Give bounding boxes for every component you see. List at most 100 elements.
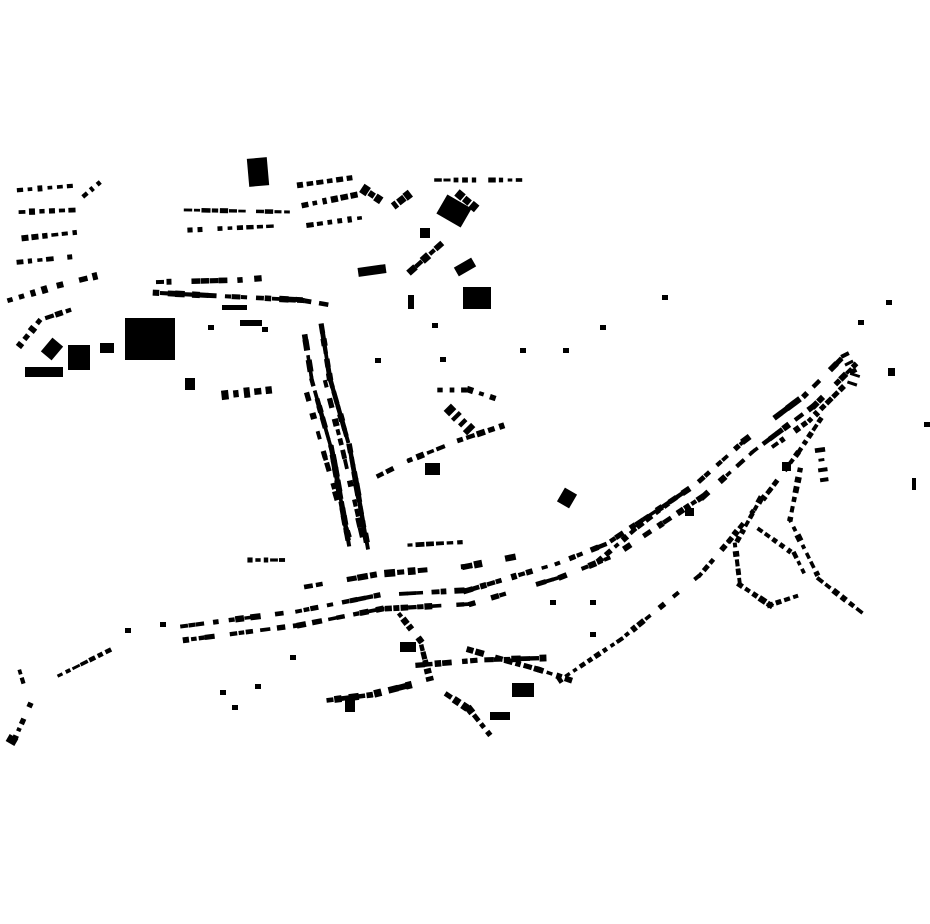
building-footprint <box>671 590 680 599</box>
building-footprint <box>315 179 324 186</box>
building-footprint <box>771 478 780 487</box>
building-footprint <box>682 502 692 512</box>
building-footprint <box>327 615 338 622</box>
building-footprint <box>415 451 426 461</box>
building-footprint <box>349 596 358 604</box>
building-footprint <box>22 333 31 342</box>
building-footprint <box>819 477 829 483</box>
building-footprint <box>791 496 797 503</box>
building-footprint <box>312 200 318 206</box>
building-footprint <box>454 587 465 594</box>
building-footprint <box>183 292 193 297</box>
building-footprint <box>703 470 712 478</box>
building-footprint <box>450 410 462 422</box>
building-footprint <box>725 535 735 545</box>
building-footprint <box>321 197 328 205</box>
building-footprint <box>356 215 363 221</box>
building-footprint <box>247 557 253 563</box>
building-footprint <box>767 431 779 442</box>
building-footprint <box>613 542 620 549</box>
building-footprint <box>35 317 43 326</box>
building-footprint <box>772 410 784 421</box>
building-footprint <box>791 525 798 533</box>
building-footprint <box>125 628 131 633</box>
building-footprint <box>831 390 840 399</box>
building-footprint <box>27 324 38 334</box>
building-footprint <box>528 655 540 661</box>
building-footprint <box>461 658 468 665</box>
building-footprint <box>331 417 340 427</box>
building-footprint <box>844 359 854 367</box>
building-footprint <box>539 654 547 662</box>
building-footprint <box>608 536 617 544</box>
building-footprint <box>781 421 792 432</box>
building-footprint <box>572 667 578 673</box>
building-footprint <box>407 567 416 576</box>
building-footprint <box>319 330 327 340</box>
building-footprint <box>556 487 578 509</box>
building-footprint <box>232 705 238 710</box>
building-footprint <box>850 361 859 370</box>
building-footprint <box>785 400 797 412</box>
building-footprint <box>462 422 476 436</box>
building-footprint <box>211 208 219 213</box>
building-footprint <box>55 281 65 289</box>
building-footprint <box>385 466 395 475</box>
building-footprint <box>152 289 160 296</box>
building-footprint <box>603 555 612 562</box>
building-footprint <box>485 729 493 738</box>
building-footprint <box>747 511 755 520</box>
building-footprint <box>356 572 369 581</box>
building-footprint <box>788 457 795 465</box>
building-footprint <box>227 226 233 230</box>
building-footprint <box>160 622 166 627</box>
building-footprint <box>460 701 470 712</box>
building-footprint <box>417 567 428 574</box>
building-footprint <box>752 504 759 512</box>
building-footprint <box>806 416 814 424</box>
building-footprint <box>407 543 413 547</box>
building-footprint <box>315 581 324 588</box>
building-footprint <box>623 631 631 638</box>
building-footprint <box>437 387 443 393</box>
building-footprint <box>40 285 49 295</box>
building-footprint <box>735 458 746 469</box>
building-footprint <box>432 323 438 328</box>
building-footprint <box>228 209 238 213</box>
building-footprint <box>811 378 822 389</box>
building-footprint <box>620 533 630 543</box>
building-footprint <box>396 194 407 206</box>
building-footprint <box>356 595 367 602</box>
building-footprint <box>327 219 333 225</box>
building-footprint <box>191 291 201 299</box>
building-footprint <box>31 233 39 241</box>
building-footprint <box>199 292 209 299</box>
building-footprint <box>209 277 219 284</box>
building-footprint <box>743 519 751 528</box>
building-footprint <box>404 680 413 690</box>
building-footprint <box>431 603 442 608</box>
building-footprint <box>855 606 864 615</box>
building-footprint <box>309 377 316 387</box>
building-footprint <box>590 632 596 637</box>
building-footprint <box>348 692 360 702</box>
building-footprint <box>357 526 366 538</box>
building-footprint <box>270 558 278 562</box>
building-footprint <box>616 637 624 643</box>
building-footprint <box>373 193 384 205</box>
building-footprint <box>407 604 417 610</box>
building-footprint <box>244 615 251 620</box>
building-footprint <box>364 539 370 550</box>
building-footprint <box>759 494 768 502</box>
building-footprint <box>352 611 360 617</box>
building-footprint <box>614 530 625 541</box>
building-footprint <box>332 490 341 502</box>
building-footprint <box>167 290 177 297</box>
building-footprint <box>474 648 485 658</box>
building-footprint <box>237 276 243 284</box>
building-footprint <box>912 478 916 490</box>
building-footprint <box>515 178 523 182</box>
building-footprint <box>406 456 414 464</box>
building-footprint <box>179 623 189 629</box>
building-footprint <box>816 416 824 424</box>
